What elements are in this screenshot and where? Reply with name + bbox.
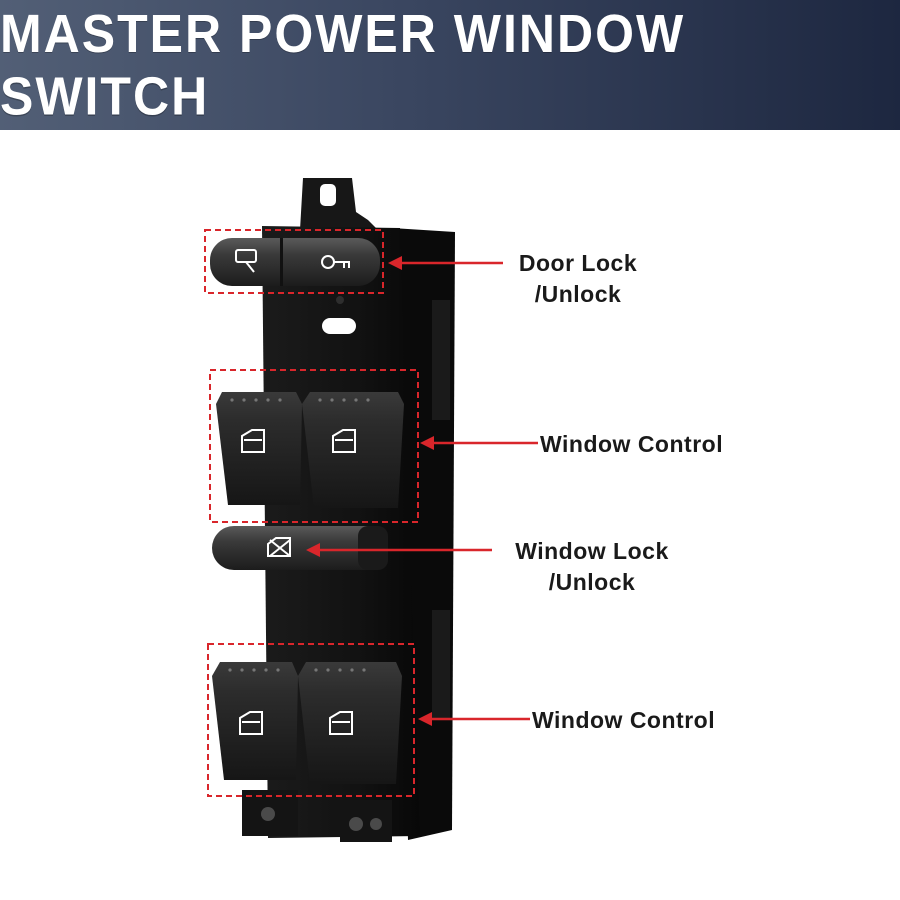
callout-window-lock: Window Lock /Unlock [492,536,692,598]
window-switches-rear [207,643,415,797]
callout-window-control-rear: Window Control [532,707,716,733]
door-lock-icon [321,255,350,269]
callout-window-lock-line2: /Unlock [548,569,636,595]
header-banner: MASTER POWER WINDOW SWITCH [0,0,900,130]
callout-arrows [306,256,538,726]
callout-window-control-front: Window Control [540,431,724,457]
window-switches-front [209,369,419,523]
door-unlock-icon [235,249,257,273]
page-title: MASTER POWER WINDOW SWITCH [0,3,686,127]
window-icon [241,429,356,453]
callout-window-lock-line1: Window Lock [515,538,669,564]
callout-door-lock: Door Lock /Unlock [498,248,658,310]
callout-door-lock-line2: /Unlock [534,281,622,307]
switch-photo [204,178,538,842]
door-lock-switch [204,229,384,294]
window-lock-icon [267,537,291,557]
window-icon [239,711,353,735]
window-lock-switch [212,526,388,570]
callout-door-lock-line1: Door Lock [518,250,638,276]
